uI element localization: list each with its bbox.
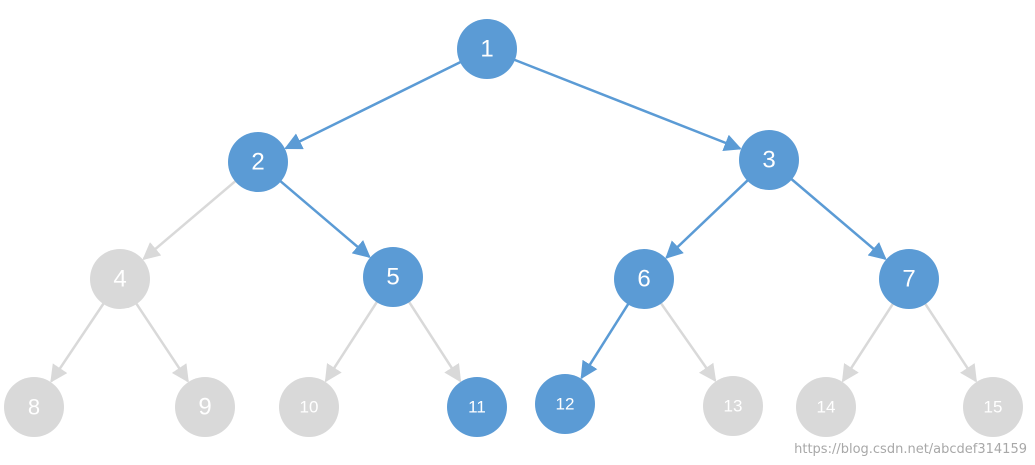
node-label-11: 11 [468, 398, 486, 417]
node-label-15: 15 [984, 398, 1003, 417]
edge-1-2 [284, 60, 463, 150]
tree-node-6: 6 [614, 249, 674, 309]
edge-4-8 [50, 301, 106, 383]
tree-node-3: 3 [739, 130, 799, 190]
node-circle-11 [447, 377, 507, 437]
node-label-3: 3 [762, 147, 775, 174]
node-label-6: 6 [637, 266, 650, 293]
node-circle-3 [739, 130, 799, 190]
edge-6-13 [659, 301, 717, 383]
tree-node-9: 9 [175, 377, 235, 437]
tree-node-13: 13 [703, 376, 763, 436]
tree-node-4: 4 [90, 249, 150, 309]
tree-node-8: 8 [4, 377, 64, 437]
edge-4-9 [134, 301, 189, 383]
tree-node-7: 7 [879, 249, 939, 309]
watermark-text: https://blog.csdn.net/abcdef314159 [794, 442, 1027, 457]
node-circle-12 [535, 374, 595, 434]
edge-5-11 [407, 299, 462, 383]
edge-3-7 [789, 177, 887, 261]
edge-7-15 [923, 301, 978, 383]
edge-2-4 [142, 179, 238, 261]
node-circle-13 [703, 376, 763, 436]
node-circle-8 [4, 377, 64, 437]
edge-2-5 [278, 179, 371, 259]
node-circle-14 [796, 377, 856, 437]
node-circle-15 [963, 377, 1023, 437]
node-circle-4 [90, 249, 150, 309]
tree-node-1: 1 [457, 19, 517, 79]
edges [50, 58, 978, 383]
node-label-7: 7 [902, 266, 915, 293]
tree-node-10: 10 [279, 377, 339, 437]
node-label-8: 8 [28, 395, 40, 420]
tree-node-15: 15 [963, 377, 1023, 437]
node-label-5: 5 [386, 264, 399, 291]
edge-3-6 [665, 178, 750, 259]
tree-node-12: 12 [535, 374, 595, 434]
edge-6-12 [580, 302, 631, 380]
tree-node-14: 14 [796, 377, 856, 437]
edge-1-3 [512, 58, 742, 152]
node-label-14: 14 [817, 398, 836, 417]
node-label-12: 12 [556, 395, 575, 414]
node-label-13: 13 [724, 397, 743, 416]
edge-5-10 [324, 299, 379, 383]
node-label-1: 1 [480, 36, 493, 63]
node-circle-6 [614, 249, 674, 309]
node-circle-7 [879, 249, 939, 309]
node-circle-10 [279, 377, 339, 437]
node-circle-2 [228, 132, 288, 192]
node-label-9: 9 [198, 394, 211, 421]
node-circle-9 [175, 377, 235, 437]
node-label-4: 4 [113, 266, 126, 293]
node-circle-5 [363, 247, 423, 307]
edge-7-14 [841, 301, 895, 383]
tree-node-2: 2 [228, 132, 288, 192]
tree-node-5: 5 [363, 247, 423, 307]
node-label-10: 10 [300, 398, 319, 417]
node-circle-1 [457, 19, 517, 79]
node-label-2: 2 [251, 149, 264, 176]
tree-node-11: 11 [447, 377, 507, 437]
